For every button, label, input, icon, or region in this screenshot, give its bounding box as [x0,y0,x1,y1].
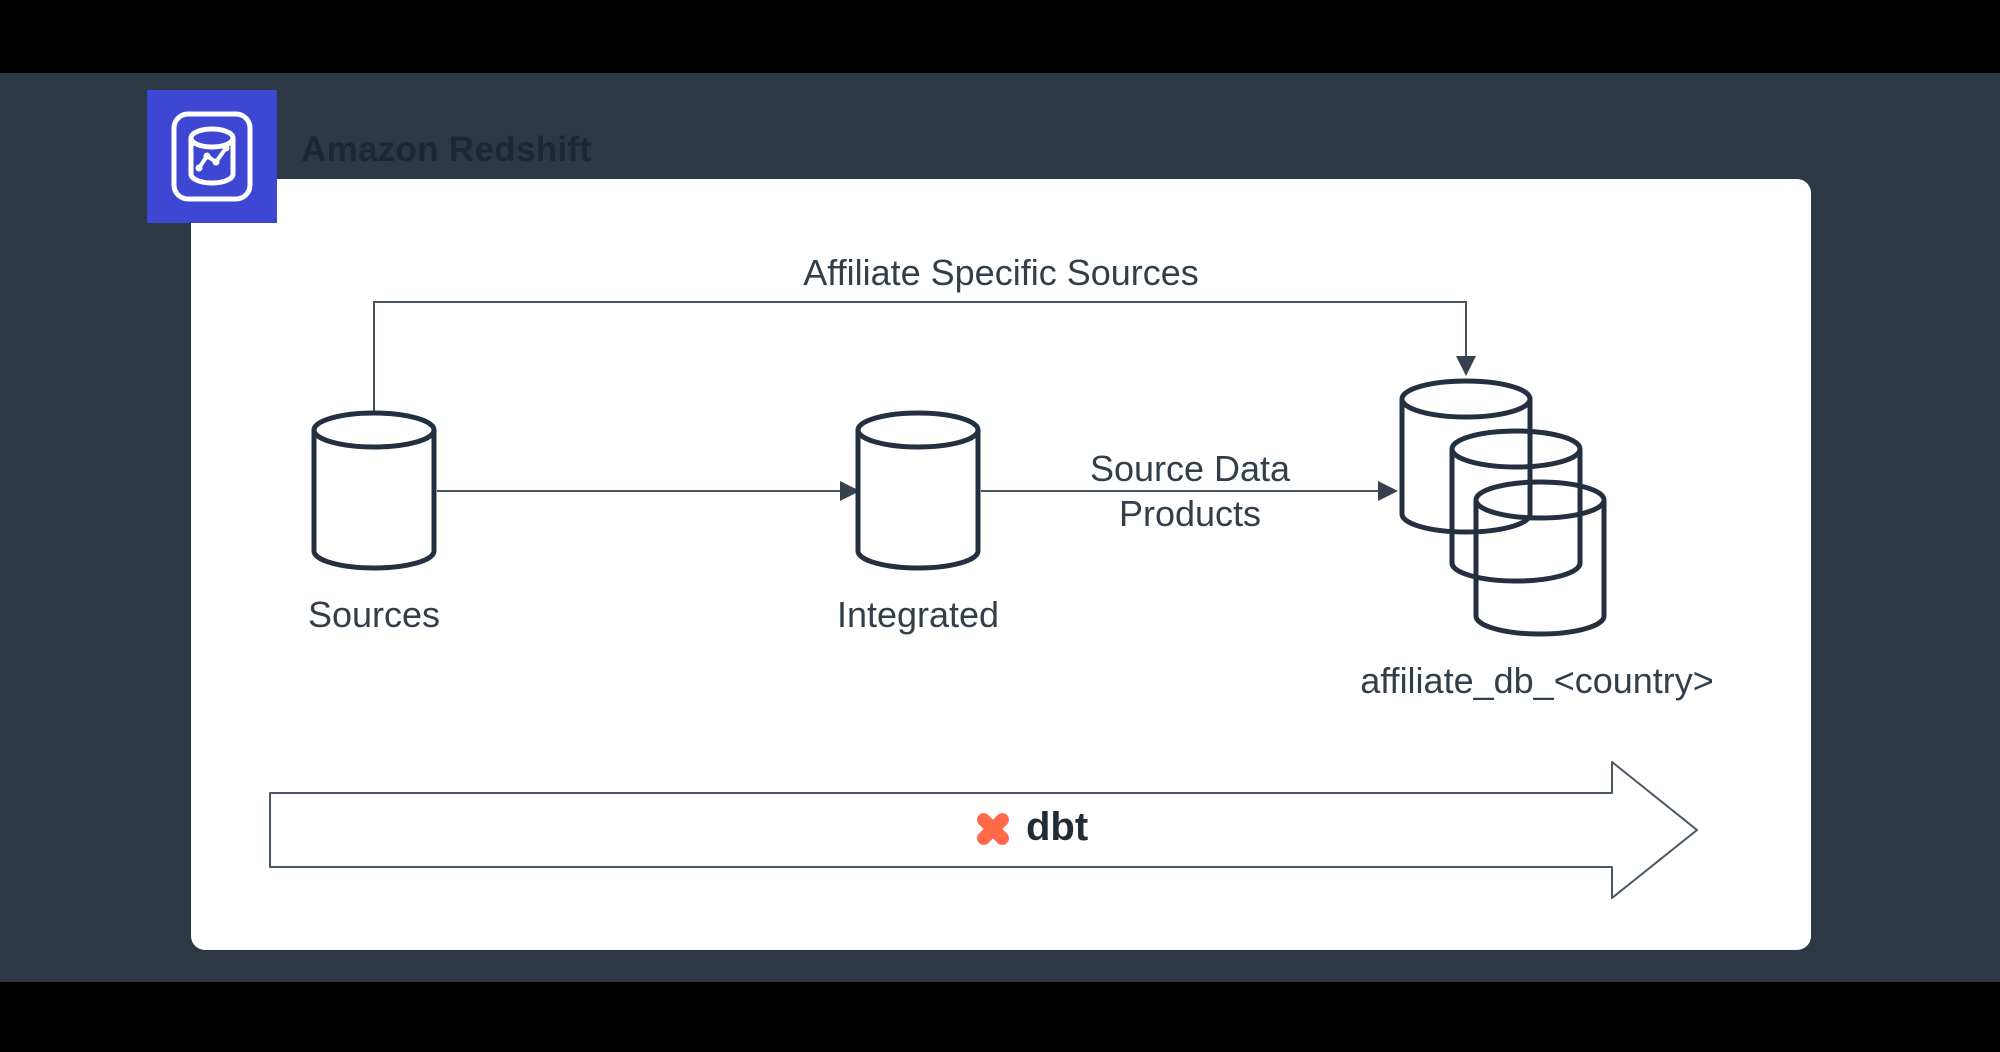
sources-label: Sources [307,594,441,635]
dbt-label: dbt [1026,805,1089,849]
redshift-database-icon [171,111,253,202]
edge-label-affiliate-specific-sources: Affiliate Specific Sources [803,252,1199,293]
affiliate-db-label: affiliate_db_<country> [1360,660,1714,701]
edge-label-source-data-products: Source Data Products [1089,448,1291,534]
integrated-label: Integrated [836,594,1000,635]
page-title: Amazon Redshift [301,130,592,169]
dbt-logo-icon [977,813,1009,845]
redshift-badge [147,90,277,223]
